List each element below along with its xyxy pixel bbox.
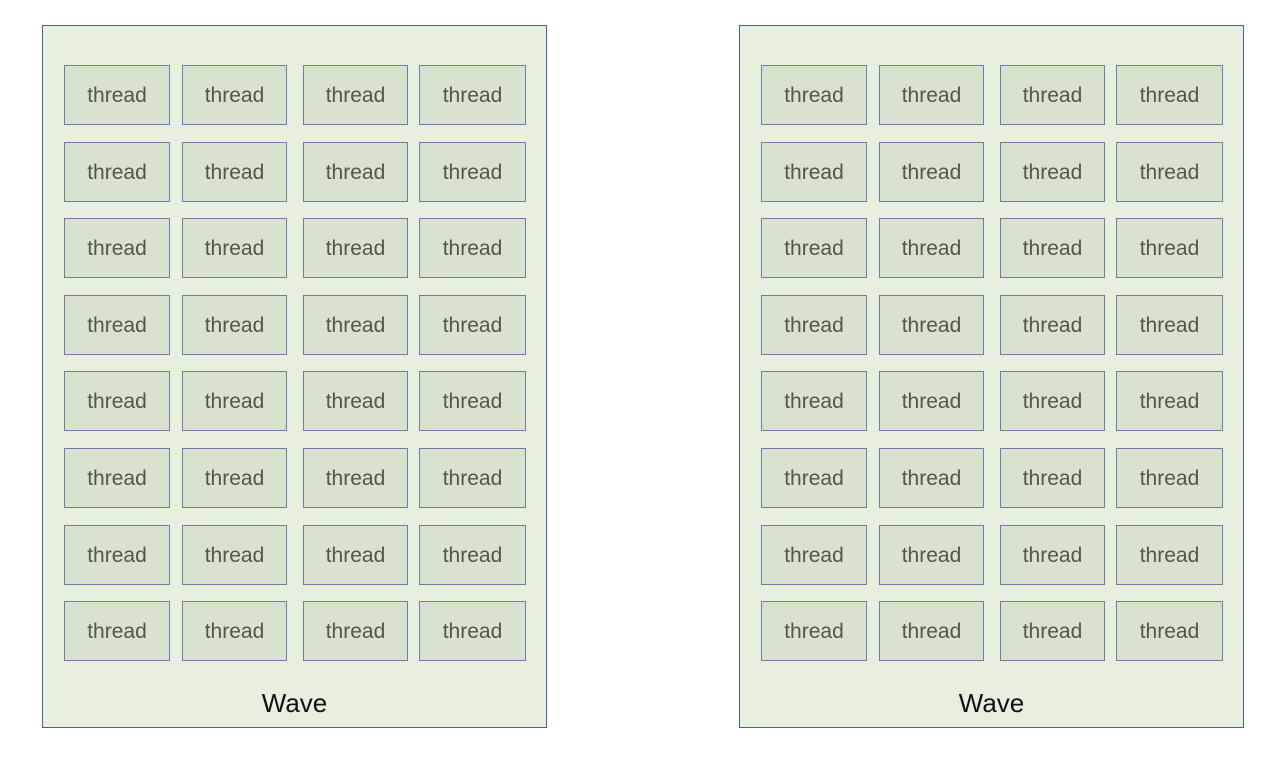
thread-box: thread <box>303 65 408 125</box>
thread-box: thread <box>1116 218 1223 278</box>
wave-label: Wave <box>261 688 328 718</box>
thread-box: thread <box>1116 448 1223 508</box>
thread-box: thread <box>879 295 984 355</box>
thread-box: thread <box>1116 65 1223 125</box>
thread-box: thread <box>419 65 526 125</box>
thread-box: thread <box>1116 601 1223 661</box>
thread-box: thread <box>303 142 408 202</box>
thread-box: thread <box>64 142 170 202</box>
thread-box: thread <box>761 448 867 508</box>
thread-box: thread <box>182 295 287 355</box>
thread-box: thread <box>182 142 287 202</box>
thread-box: thread <box>64 448 170 508</box>
thread-box: thread <box>64 371 170 431</box>
thread-box: thread <box>303 295 408 355</box>
thread-box: thread <box>1000 448 1105 508</box>
thread-box: thread <box>879 525 984 585</box>
thread-box: thread <box>64 525 170 585</box>
thread-box: thread <box>303 371 408 431</box>
thread-box: thread <box>879 142 984 202</box>
thread-box: thread <box>303 448 408 508</box>
thread-box: thread <box>182 448 287 508</box>
thread-box: thread <box>761 525 867 585</box>
thread-box: thread <box>303 218 408 278</box>
thread-box: thread <box>879 601 984 661</box>
wave-label: Wave <box>958 688 1025 718</box>
thread-box: thread <box>1000 371 1105 431</box>
thread-box: thread <box>419 601 526 661</box>
thread-box: thread <box>879 218 984 278</box>
thread-box: thread <box>1000 142 1105 202</box>
thread-box: thread <box>419 142 526 202</box>
thread-box: thread <box>1116 525 1223 585</box>
thread-box: thread <box>64 218 170 278</box>
thread-box: thread <box>64 65 170 125</box>
thread-box: thread <box>1000 601 1105 661</box>
thread-box: thread <box>182 371 287 431</box>
thread-box: thread <box>879 371 984 431</box>
thread-box: thread <box>419 525 526 585</box>
thread-box: thread <box>761 142 867 202</box>
thread-box: thread <box>761 601 867 661</box>
thread-box: thread <box>419 295 526 355</box>
thread-box: thread <box>1000 218 1105 278</box>
thread-box: thread <box>64 601 170 661</box>
thread-box: thread <box>879 65 984 125</box>
thread-box: thread <box>761 295 867 355</box>
thread-box: thread <box>1116 371 1223 431</box>
thread-box: thread <box>182 525 287 585</box>
thread-box: thread <box>419 448 526 508</box>
thread-box: thread <box>303 525 408 585</box>
thread-box: thread <box>419 371 526 431</box>
thread-box: thread <box>1000 65 1105 125</box>
thread-box: thread <box>419 218 526 278</box>
thread-box: thread <box>64 295 170 355</box>
thread-box: thread <box>879 448 984 508</box>
thread-box: thread <box>1000 295 1105 355</box>
thread-box: thread <box>182 65 287 125</box>
thread-box: thread <box>761 218 867 278</box>
thread-box: thread <box>182 218 287 278</box>
thread-box: thread <box>182 601 287 661</box>
thread-box: thread <box>303 601 408 661</box>
thread-box: thread <box>1000 525 1105 585</box>
thread-box: thread <box>1116 142 1223 202</box>
thread-box: thread <box>761 65 867 125</box>
thread-box: thread <box>761 371 867 431</box>
thread-box: thread <box>1116 295 1223 355</box>
